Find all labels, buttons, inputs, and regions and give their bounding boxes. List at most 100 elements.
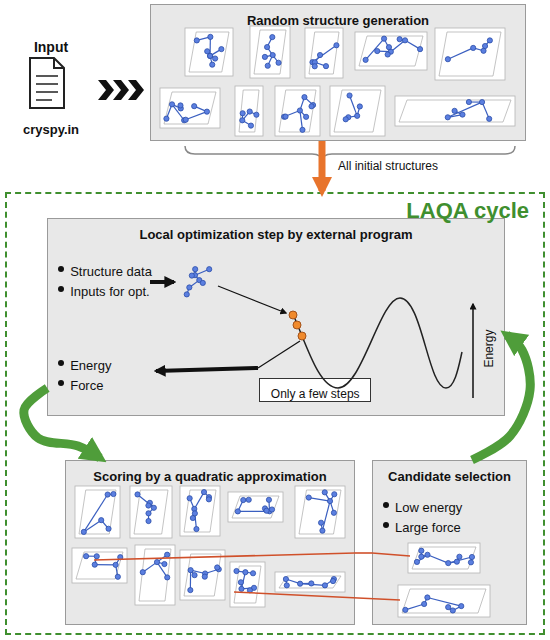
drawing-part	[309, 32, 339, 74]
drawing-part	[435, 28, 505, 80]
drawing-part	[180, 486, 220, 536]
selection-line	[234, 592, 400, 600]
box-heading: Input	[34, 39, 68, 56]
box-heading: Scoring by a quadratic approximation	[93, 469, 326, 485]
drawing-part	[72, 548, 127, 583]
drawing-part	[189, 273, 194, 278]
drawing-part	[305, 28, 343, 78]
edge-label: All initial structures	[336, 159, 440, 173]
drawing-part	[235, 509, 240, 514]
drawing-part	[312, 64, 317, 69]
drawing-part	[208, 34, 213, 39]
drawing-part	[487, 38, 492, 43]
drawing-part	[309, 581, 314, 586]
drawing-part	[165, 575, 170, 580]
drawing-part	[454, 559, 459, 564]
drawing-part	[84, 495, 108, 532]
drawing-part	[113, 562, 118, 567]
box-heading: Random structure generation	[247, 13, 429, 29]
drawing-part	[350, 95, 358, 115]
drawing-part	[207, 267, 212, 272]
structure-thumbnail	[275, 572, 345, 592]
drawing-part	[466, 99, 471, 104]
structure-thumbnail	[398, 585, 490, 617]
drawing-part	[234, 568, 239, 573]
drawing-part	[184, 292, 189, 297]
drawing-part	[283, 114, 288, 119]
energy-axis	[472, 304, 474, 398]
drawing-part	[323, 64, 328, 69]
text-slot: cryspy.in	[12, 119, 90, 138]
drawing-part	[183, 117, 188, 122]
drawing-part	[334, 90, 381, 132]
drawing-part	[412, 547, 476, 569]
drawing-part	[111, 491, 116, 496]
drawing-part	[322, 490, 327, 495]
drawing-part	[241, 497, 246, 502]
drawing-part	[250, 571, 255, 576]
drawing-part	[386, 45, 391, 50]
drawing-part	[146, 511, 151, 516]
drawing-part	[275, 86, 320, 136]
drawing-part	[240, 118, 245, 123]
text-slot: Inputs for opt.	[70, 281, 150, 300]
structure-thumbnail	[185, 28, 233, 76]
drawing-part	[366, 39, 384, 60]
drawing-part	[139, 549, 171, 601]
drawing-part	[318, 520, 323, 525]
drawing-part	[275, 572, 345, 592]
drawing-part	[300, 127, 305, 132]
drawing-part	[178, 103, 183, 108]
drawing-part	[194, 526, 199, 531]
drawing-part	[419, 554, 424, 559]
structure-thumbnail	[330, 86, 385, 136]
structure-thumbnail	[180, 486, 220, 536]
text-slot: Local optimization step by external prog…	[48, 224, 504, 243]
text-slot: Energy	[70, 355, 111, 374]
box-heading: Only a few steps	[271, 387, 360, 401]
drawing-part	[140, 570, 145, 575]
drawing-part	[185, 28, 233, 76]
drawing-part	[239, 586, 244, 591]
drawing-part	[189, 32, 229, 72]
drawing-part	[30, 58, 64, 108]
drawing-part	[479, 99, 484, 104]
drawing-part	[262, 54, 267, 59]
drawing-part	[397, 37, 402, 42]
drawing-part	[76, 552, 123, 579]
process-box: Local optimization step by external prog…	[47, 218, 505, 416]
drawing-part	[279, 576, 341, 588]
drawing-part	[425, 552, 430, 557]
text-slot: Scoring by a quadratic approximation	[66, 466, 354, 485]
selection-line	[94, 553, 355, 560]
structure-thumbnail	[250, 26, 290, 78]
drawing-part	[327, 498, 332, 503]
drawing-part	[395, 96, 515, 126]
document-icon	[30, 58, 64, 108]
drawing-part	[457, 554, 462, 559]
drawing-part	[422, 601, 427, 606]
drawing-part	[265, 63, 270, 68]
structure-thumbnail	[72, 548, 127, 583]
box-text: cryspy.in	[23, 122, 79, 138]
step-dot	[289, 311, 297, 319]
drawing-part	[427, 597, 461, 606]
drawing-part	[408, 543, 480, 573]
structure-thumbnails	[72, 26, 515, 617]
bullet-dot	[383, 502, 389, 508]
flow-arrow	[355, 552, 372, 554]
drawing-part	[355, 113, 360, 118]
drawing-part	[284, 583, 289, 588]
box-text: Energy	[70, 358, 111, 374]
drawing-part	[135, 545, 175, 605]
drawing-part	[200, 280, 205, 285]
structure-thumbnail	[228, 492, 283, 522]
box-heading: Candidate selection	[388, 469, 511, 485]
drawing-part	[135, 492, 140, 497]
structure-thumbnail	[75, 486, 120, 538]
drawing-part	[269, 507, 274, 512]
drawing-part	[399, 100, 511, 122]
drawing-part	[238, 580, 243, 585]
drawing-part	[235, 86, 263, 136]
